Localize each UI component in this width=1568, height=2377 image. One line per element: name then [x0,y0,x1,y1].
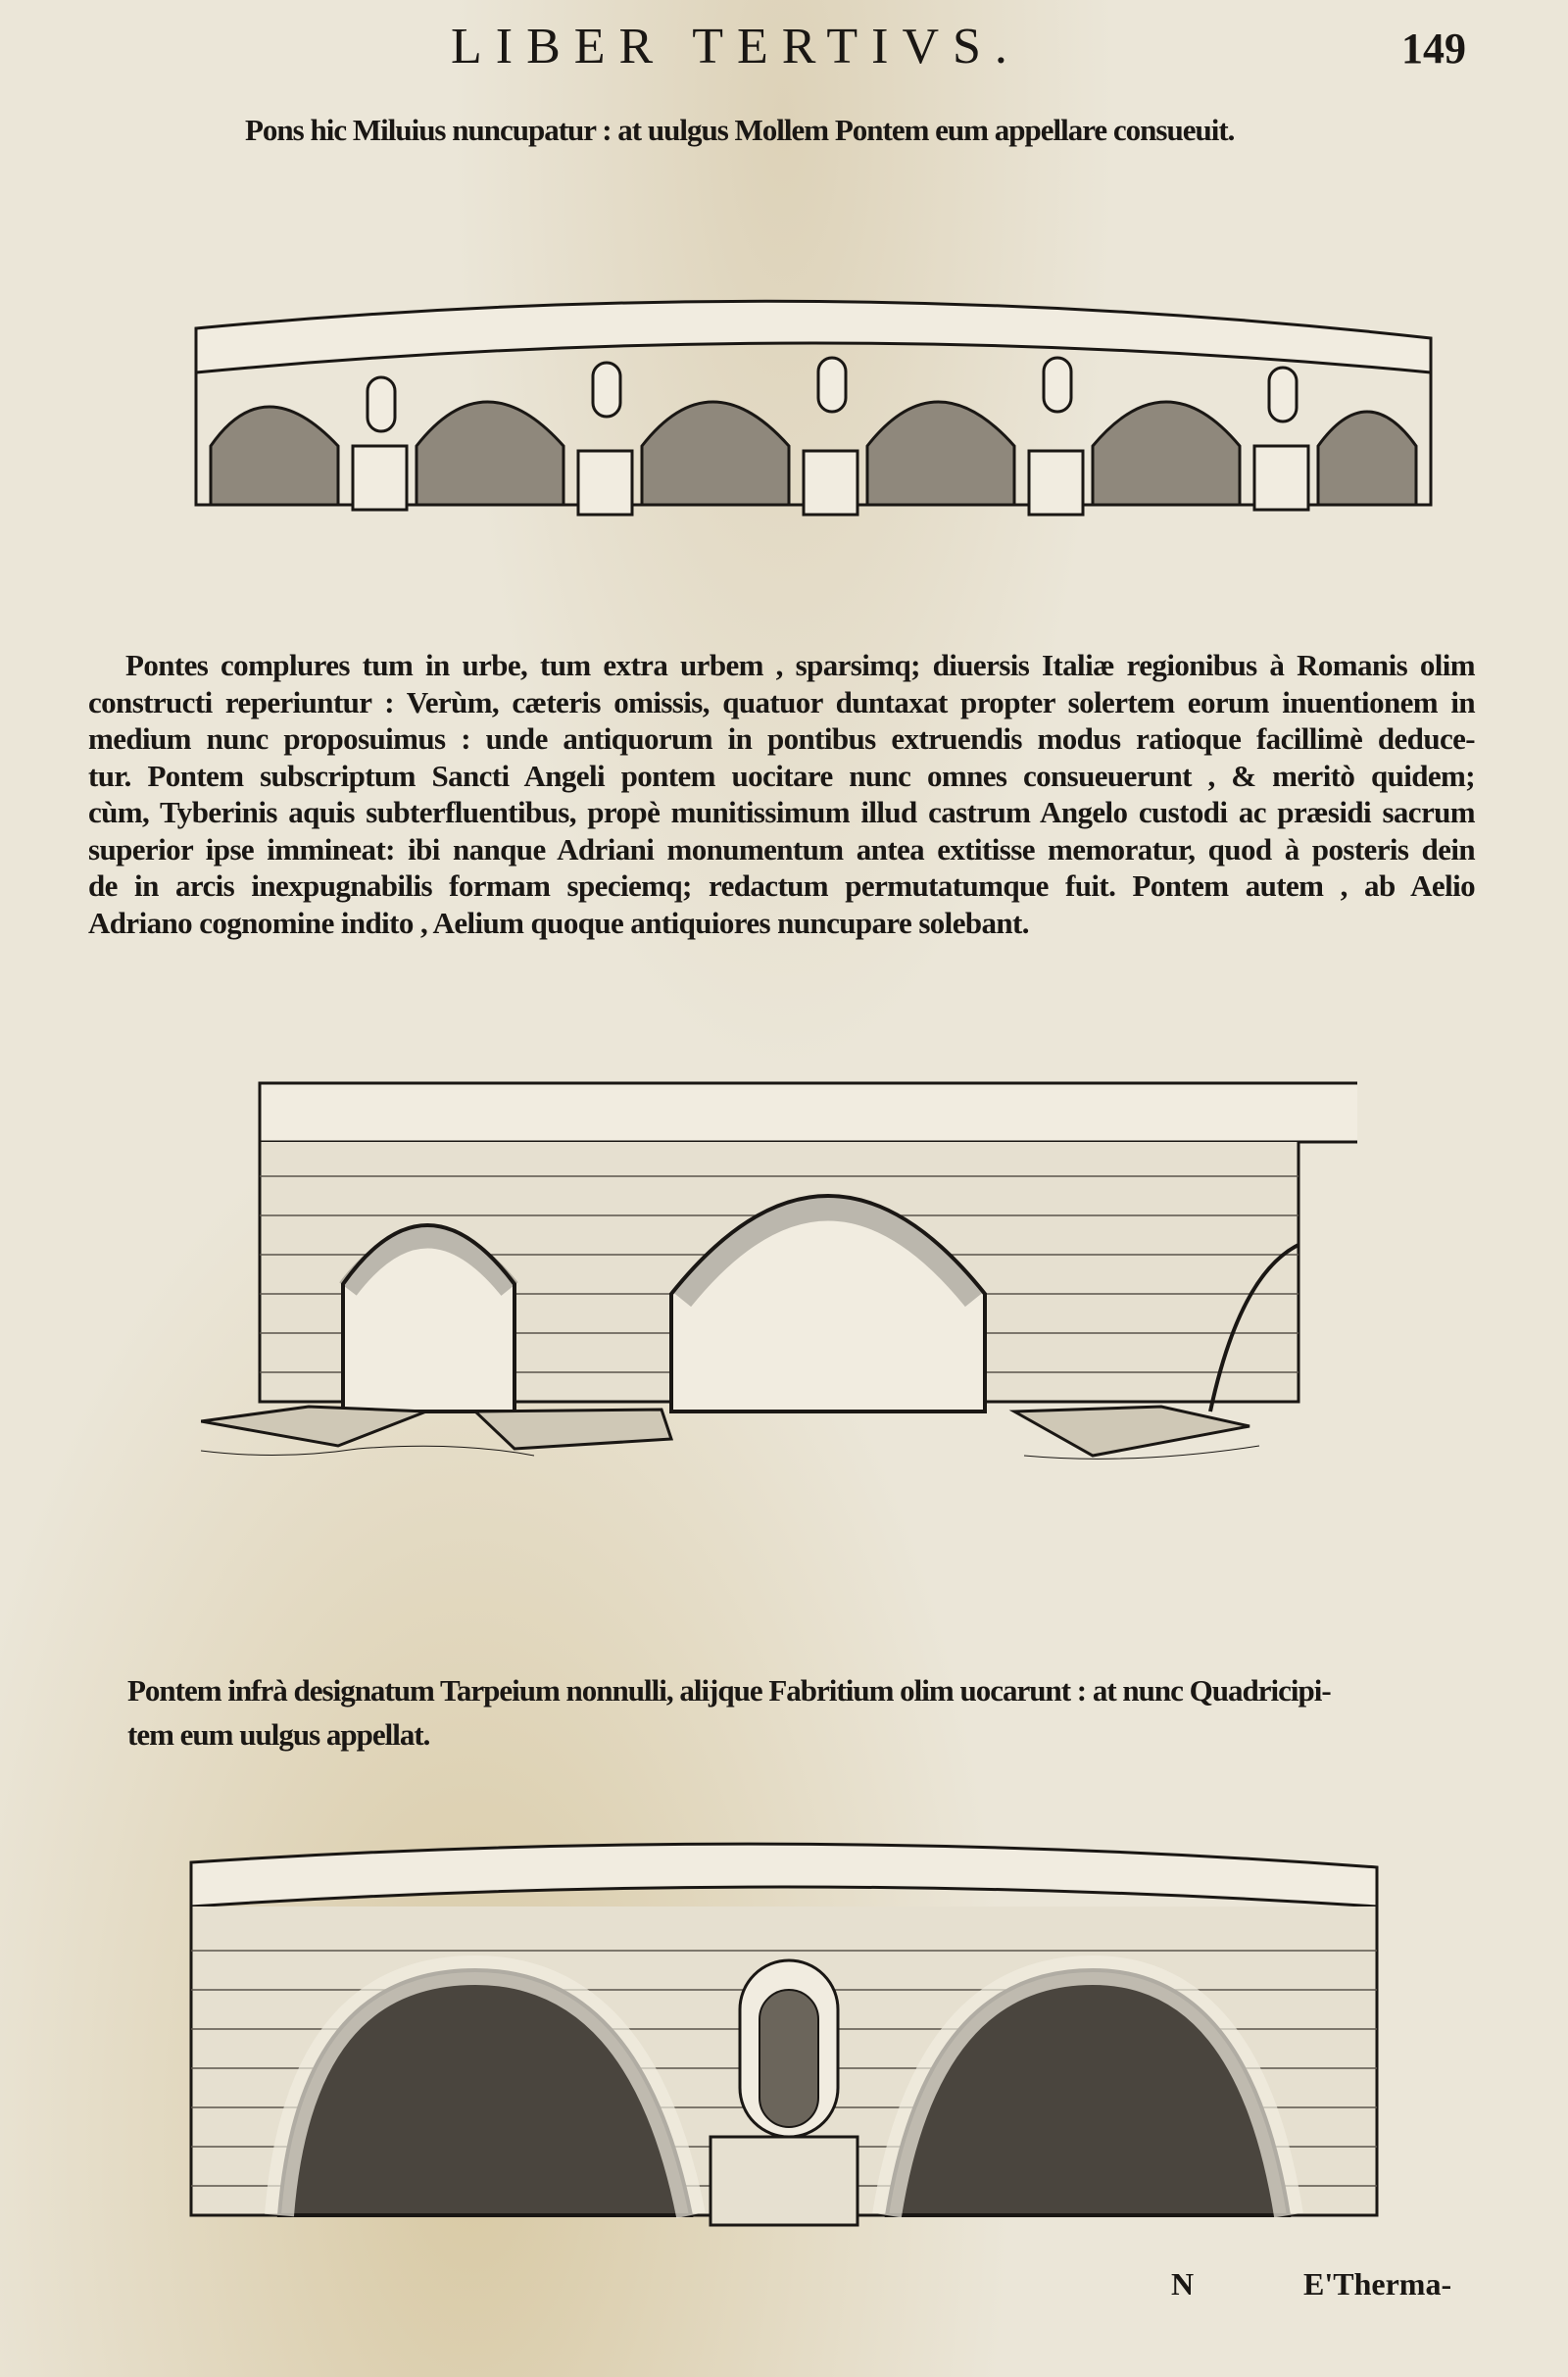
body-paragraph: Pontes complures tum in urbe, tum extra … [88,647,1476,941]
paragraph-line: Adriano cognomine indito , Aelium quoque… [88,905,1030,940]
page-number: 149 [1401,25,1466,73]
paragraph-line: superior ipse immineat: ibi nanque Adria… [88,831,1476,867]
sant-angelo-bridge-illustration [201,1081,1357,1460]
paragraph-line: tur. Pontem subscriptum Sancti Angeli po… [88,758,1476,793]
caption-milvian-bridge: Pons hic Miluius nuncupatur : at uulgus … [245,113,1235,147]
caption-fabricius-bridge-line-1: Pontem infrà designatum Tarpeium nonnull… [127,1673,1332,1708]
catchword: E'Therma- [1303,2266,1452,2302]
fabricius-bridge-illustration [189,1842,1379,2227]
paragraph-line: medium nunc proposuimus : unde antiquoru… [88,721,1476,756]
paragraph-line: Pontes complures tum in urbe, tum extra … [125,648,1476,682]
paragraph-line: de in arcis inexpugnabilis formam specie… [88,868,1476,903]
milvian-bridge-illustration [194,299,1433,517]
running-title: LIBER TERTIVS. [451,19,1021,74]
caption-fabricius-bridge-line-2: tem eum uulgus appellat. [127,1717,430,1752]
paragraph-line: constructi reperiuntur : Verùm, cæteris … [88,684,1476,719]
signature-mark: N [1171,2266,1195,2302]
paragraph-line: cùm, Tyberinis aquis subterfluentibus, p… [88,795,1476,829]
